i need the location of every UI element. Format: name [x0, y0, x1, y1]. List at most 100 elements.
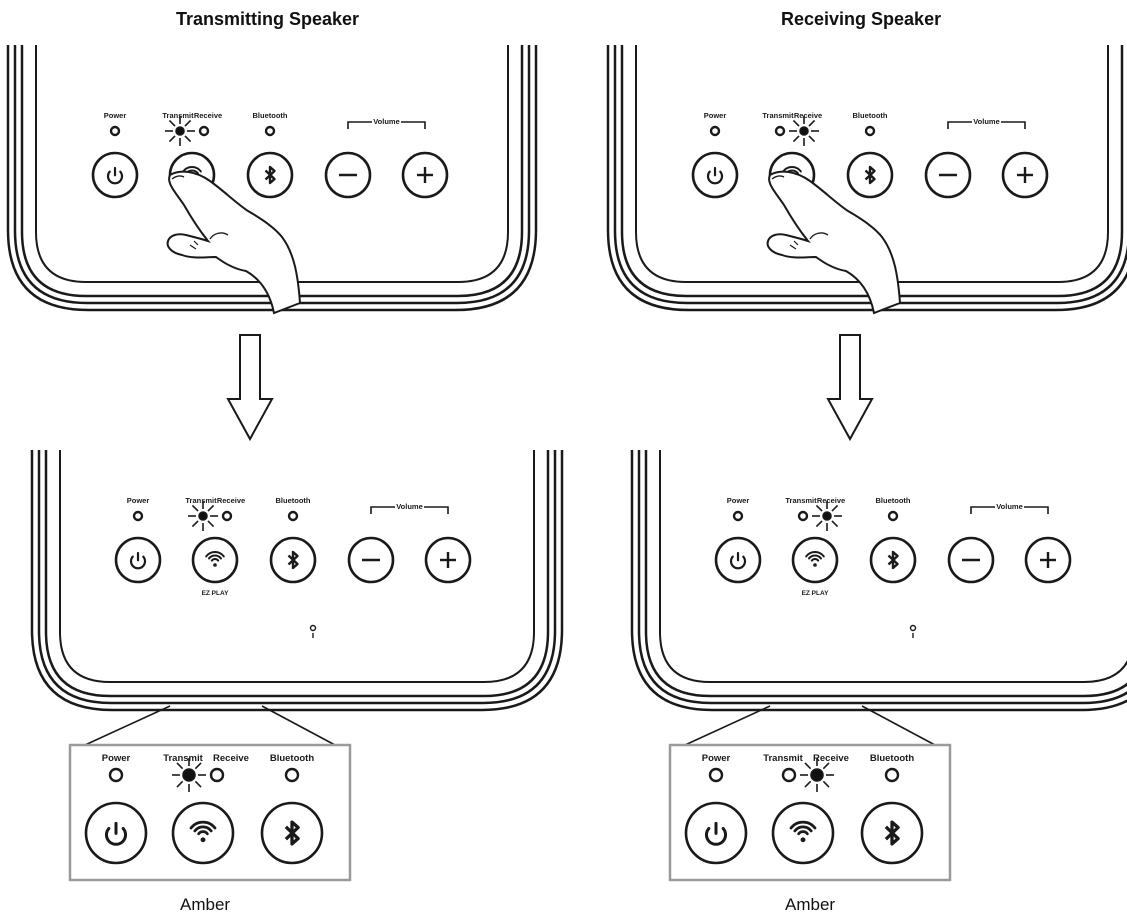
left-inset-connector-right: [261, 705, 336, 746]
led-transmit: [188, 501, 218, 531]
power-icon: [106, 170, 124, 185]
label-ez-play: EZ PLAY: [202, 590, 230, 597]
volume-bracket-right: [1001, 121, 1026, 129]
right-inset-connector-right: [861, 705, 936, 746]
label-transmit: Transmit: [162, 111, 194, 120]
bluetooth-button: [869, 536, 917, 584]
label-power: Power: [704, 111, 727, 120]
volume-down-button: [347, 536, 395, 584]
bluetooth-icon: [864, 165, 876, 185]
power-icon: [729, 555, 747, 570]
inset-led-power: [108, 767, 124, 783]
led-receive: [812, 501, 842, 531]
volume-up-button: [401, 151, 449, 199]
hand-pointer-icon: [166, 170, 302, 315]
inset-label-transmit: Transmit: [163, 753, 203, 764]
inset-label-receive: Receive: [813, 753, 849, 764]
hand-crease: [189, 240, 199, 250]
led-bluetooth: [887, 510, 899, 522]
down-arrow-icon: [826, 334, 874, 442]
hand-pointer-icon: [766, 170, 902, 315]
inset-led-receive: [209, 767, 225, 783]
led-power: [732, 510, 744, 522]
bluetooth-icon: [884, 820, 900, 846]
led-transmit: [165, 116, 195, 146]
hand-crease: [789, 240, 799, 250]
label-power: Power: [727, 496, 750, 505]
label-ez-play: EZ PLAY: [802, 590, 830, 597]
power-button: [114, 536, 162, 584]
led-transmit: [797, 510, 809, 522]
inset-label-power: Power: [102, 753, 131, 764]
bluetooth-icon: [287, 550, 299, 570]
volume-bracket-left: [947, 121, 972, 129]
inset-led-bluetooth: [884, 767, 900, 783]
inset-label-bluetooth: Bluetooth: [270, 753, 315, 764]
right-speaker-bottom-body: [630, 450, 1127, 712]
label-volume: Volume: [973, 117, 1000, 126]
label-receive: Receive: [794, 111, 822, 120]
led-receive: [789, 116, 819, 146]
volume-up-button: [1024, 536, 1072, 584]
inset-bluetooth-button: [860, 801, 924, 865]
label-power: Power: [127, 496, 150, 505]
hand-fingernail: [171, 175, 185, 180]
led-bluetooth: [864, 125, 876, 137]
label-transmit: Transmit: [785, 496, 817, 505]
inset-label-power: Power: [702, 753, 731, 764]
volume-bracket-left: [970, 506, 995, 514]
hand-knuckle: [809, 232, 829, 240]
led-receive: [221, 510, 233, 522]
inset-power-button: [84, 801, 148, 865]
inset-transmit-receive-button: [171, 801, 235, 865]
wifi-icon: [805, 551, 825, 567]
label-volume: Volume: [373, 117, 400, 126]
power-button: [691, 151, 739, 199]
power-button: [91, 151, 139, 199]
inset-led-transmit: [172, 758, 206, 792]
left-down-arrow: [226, 334, 274, 442]
bluetooth-button: [269, 536, 317, 584]
power-button: [714, 536, 762, 584]
bluetooth-icon: [284, 820, 300, 846]
power-icon: [104, 826, 128, 846]
inset-led-receive: [800, 758, 834, 792]
led-power: [132, 510, 144, 522]
label-transmit: Transmit: [185, 496, 217, 505]
inset-led-transmit: [781, 767, 797, 783]
inset-bluetooth-button: [260, 801, 324, 865]
label-bluetooth: Bluetooth: [876, 496, 911, 505]
bluetooth-icon: [887, 550, 899, 570]
led-bluetooth: [264, 125, 276, 137]
label-volume: Volume: [996, 502, 1023, 511]
volume-bracket-right: [424, 506, 449, 514]
led-transmit: [774, 125, 786, 137]
left-inset-connector-left: [84, 705, 171, 746]
inset-label-transmit: Transmit: [763, 753, 803, 764]
power-icon: [129, 555, 147, 570]
label-bluetooth: Bluetooth: [276, 496, 311, 505]
volume-bracket-right: [401, 121, 426, 129]
mic-indicator: [309, 624, 317, 632]
inset-label-bluetooth: Bluetooth: [870, 753, 915, 764]
power-icon: [706, 170, 724, 185]
wifi-icon: [189, 820, 217, 843]
left-speaker-bottom-body: [30, 450, 564, 712]
label-volume: Volume: [396, 502, 423, 511]
bluetooth-icon: [264, 165, 276, 185]
led-receive: [198, 125, 210, 137]
caption-right-amber: Amber: [785, 895, 836, 914]
right-inset-connector-left: [684, 705, 771, 746]
right-down-arrow: [826, 334, 874, 442]
transmit-receive-button: [791, 536, 839, 584]
wifi-icon: [205, 551, 225, 567]
inset-led-bluetooth: [284, 767, 300, 783]
